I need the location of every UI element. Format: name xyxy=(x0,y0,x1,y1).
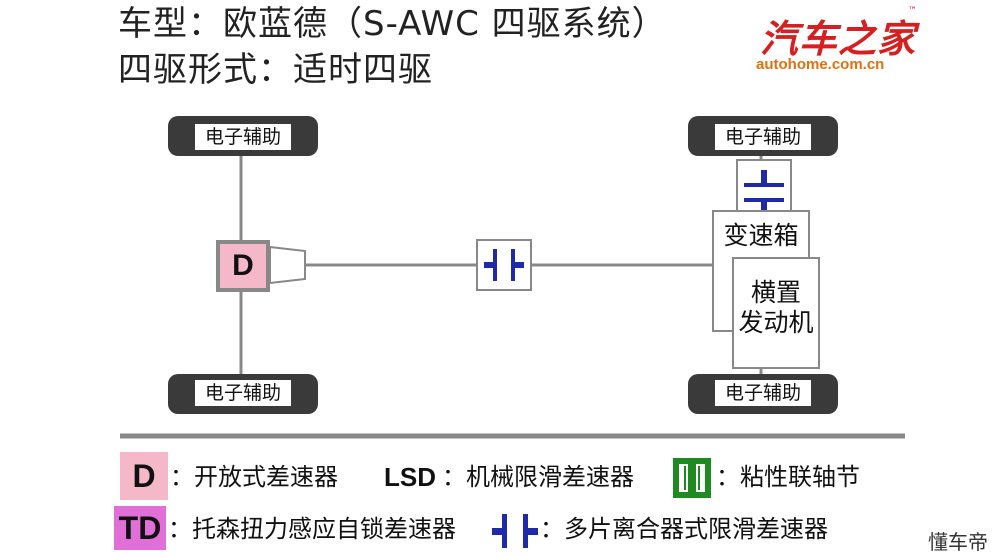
autohome-logo: 汽车之家 xyxy=(760,17,917,61)
dongchedi-watermark: 懂车帝 xyxy=(928,530,988,554)
wheel-label-rear-right: 电子辅助 xyxy=(724,382,801,404)
wheel-rear-left xyxy=(688,116,838,156)
diagram-title: 车型：欧蓝德（S-AWC 四驱系统） xyxy=(118,4,667,44)
gearbox-label: 变速箱 xyxy=(723,221,799,250)
viscous-coupling-icon xyxy=(673,458,711,498)
legend-vc-desc: ：粘性联轴节 xyxy=(716,463,860,491)
legend-clutch-desc: ：多片离合器式限滑差速器 xyxy=(540,515,828,543)
legend-d-desc: ：开放式差速器 xyxy=(170,463,338,491)
legend-td-swatch xyxy=(114,506,166,550)
wheel-label-front-left: 电子辅助 xyxy=(204,126,281,148)
legend-td-desc: ：托森扭力感应自锁差速器 xyxy=(168,515,456,543)
wheel-label-rear-left: 电子辅助 xyxy=(724,126,801,148)
legend-td-symbol: TD xyxy=(118,510,162,546)
engine-label-line2: 发动机 xyxy=(738,308,814,337)
drive-type-label: 四驱形式：适时四驱 xyxy=(118,50,433,90)
wheel-rear-right xyxy=(688,374,838,414)
legend-lsd-symbol: LSD xyxy=(384,462,436,492)
front-differential xyxy=(216,240,306,292)
engine-label-line1: 横置 xyxy=(750,278,801,307)
wheel-front-right xyxy=(168,374,318,414)
wheel-front-left xyxy=(168,116,318,156)
legend-d-swatch xyxy=(120,452,168,500)
legend-lsd-desc: ：机械限滑差速器 xyxy=(442,463,634,491)
center-clutch-icon xyxy=(476,239,532,291)
logo-trademark: ™ xyxy=(908,6,917,16)
front-diff-label: D xyxy=(232,249,254,282)
wheel-label-front-right: 电子辅助 xyxy=(204,382,281,404)
rear-coupling-icon xyxy=(736,159,792,217)
multiplate-clutch-legend-icon xyxy=(492,514,538,548)
engine-box xyxy=(732,257,820,369)
legend-d-symbol: D xyxy=(132,458,156,494)
autohome-url: autohome.com.cn xyxy=(756,56,885,73)
